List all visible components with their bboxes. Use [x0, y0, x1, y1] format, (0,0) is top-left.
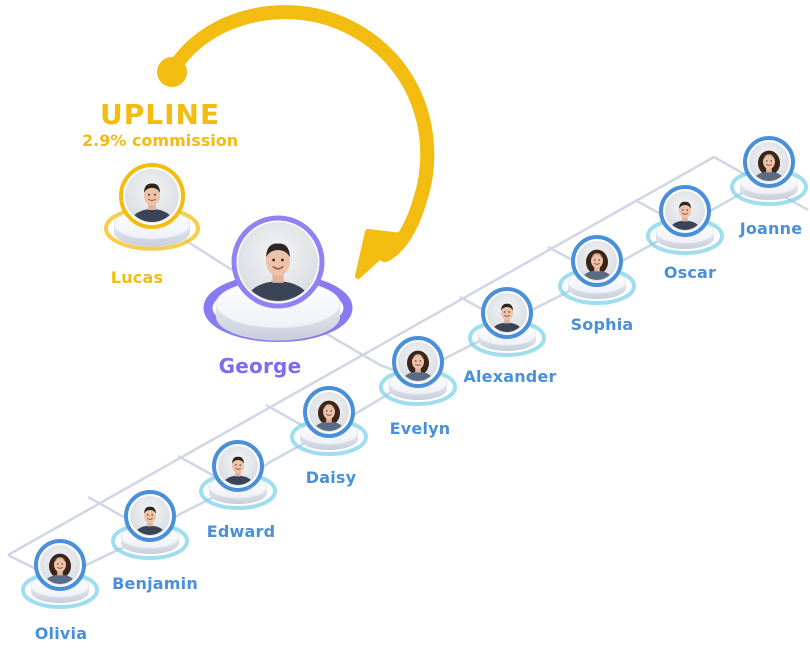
name-label-oscar: Oscar — [663, 263, 717, 282]
man-avatar-icon — [487, 293, 527, 333]
name-label-alexander: Alexander — [463, 367, 557, 386]
name-label-daisy: Daisy — [305, 468, 357, 487]
name-label-edward: Edward — [206, 522, 276, 541]
name-label-sophia: Sophia — [570, 315, 634, 334]
woman-avatar-icon — [398, 342, 438, 382]
man-avatar-icon — [238, 222, 318, 302]
name-label-evelyn: Evelyn — [389, 419, 451, 438]
node-olivia — [21, 539, 99, 610]
node-alexander — [468, 287, 546, 358]
upline-arrow-head — [355, 229, 405, 279]
upline-arrow-curve — [165, 5, 435, 262]
man-avatar-icon — [218, 446, 258, 486]
node-oscar — [646, 185, 724, 256]
name-label-benjamin: Benjamin — [112, 574, 198, 593]
upline-title: UPLINE — [100, 98, 221, 131]
node-sophia — [558, 235, 636, 306]
node-lucas — [104, 163, 200, 251]
man-avatar-icon — [130, 496, 170, 536]
name-label-joanne: Joanne — [739, 219, 803, 238]
lucas-to-george-line — [184, 238, 233, 272]
man-avatar-icon — [665, 191, 705, 231]
man-avatar-icon — [125, 169, 179, 223]
node-george — [203, 215, 353, 343]
upline-arrow — [157, 5, 435, 279]
woman-avatar-icon — [749, 142, 789, 182]
upline-commission-label: 2.9% commission — [82, 131, 239, 150]
name-label-olivia: Olivia — [34, 624, 88, 643]
node-joanne — [730, 136, 808, 207]
name-label-george: George — [218, 354, 302, 378]
name-label-lucas: Lucas — [110, 268, 164, 287]
node-evelyn — [379, 336, 457, 407]
woman-avatar-icon — [309, 392, 349, 432]
woman-avatar-icon — [577, 241, 617, 281]
upline-arrow-origin-dot — [157, 57, 187, 87]
node-benjamin — [111, 490, 189, 561]
node-edward — [199, 440, 277, 511]
woman-avatar-icon — [40, 545, 80, 585]
node-daisy — [290, 386, 368, 457]
